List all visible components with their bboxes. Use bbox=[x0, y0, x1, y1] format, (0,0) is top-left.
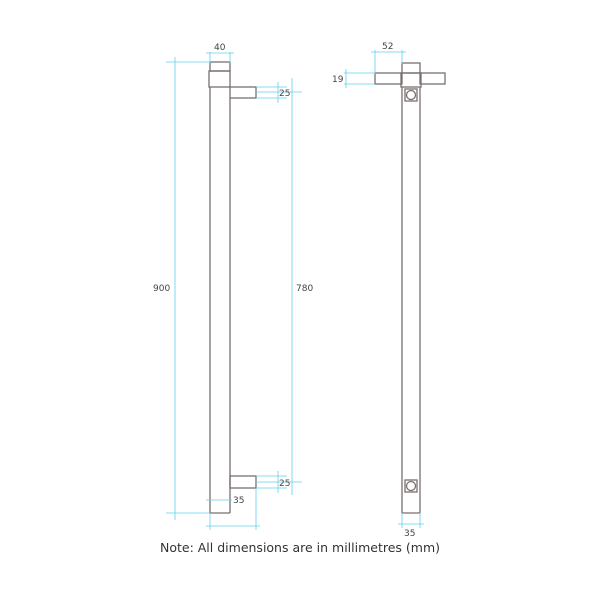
dim-total-height: 900 bbox=[153, 284, 170, 294]
dim-bar-width-front: 35 bbox=[404, 529, 415, 539]
side-cap bbox=[209, 61, 231, 72]
dim-arm-spacing: 780 bbox=[296, 284, 313, 294]
front-view: 52 19 35 bbox=[332, 42, 446, 539]
dim-arm-top: 25 bbox=[279, 89, 290, 99]
front-cap bbox=[401, 62, 421, 74]
front-block bbox=[400, 72, 422, 88]
dim-top-width: 40 bbox=[214, 43, 226, 53]
units-note: Note: All dimensions are in millimetres … bbox=[159, 540, 441, 555]
front-arm-right bbox=[419, 72, 446, 85]
dim-bar-width-side: 35 bbox=[233, 496, 244, 506]
dim-arm-length: 52 bbox=[382, 42, 393, 52]
dim-arm-bottom: 25 bbox=[279, 479, 290, 489]
dim-arm-height: 19 bbox=[332, 75, 344, 85]
mount-top bbox=[404, 88, 418, 102]
side-arm-top bbox=[229, 86, 257, 99]
side-block bbox=[208, 70, 231, 88]
side-arm-bottom bbox=[229, 475, 257, 489]
front-arm-left bbox=[374, 72, 403, 85]
mount-bottom bbox=[404, 479, 418, 493]
side-view: 40 900 780 25 25 35 bbox=[153, 43, 313, 530]
